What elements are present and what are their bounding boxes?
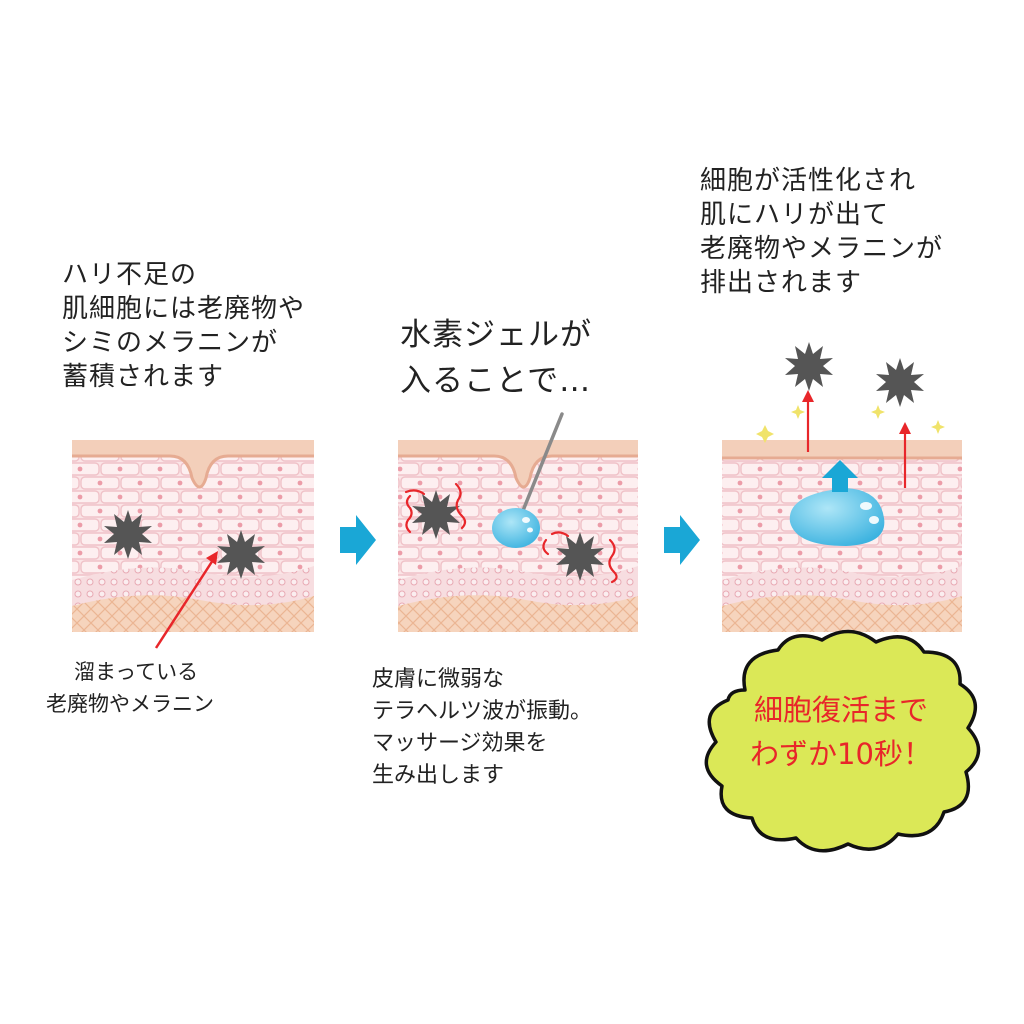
melanin-particle: [556, 532, 604, 581]
melanin-particle: [876, 358, 924, 407]
panel1-note: 溜まっている 老廃物やメラニン: [46, 656, 214, 720]
note-line: テラヘルツ波が振動。: [372, 699, 593, 724]
melanin-particle: [785, 342, 833, 391]
caption-line: 肌にハリが出て: [700, 200, 890, 230]
callout-text: 細胞復活まで わずか10秒！: [718, 688, 964, 776]
melanin-particle: [217, 530, 265, 579]
caption-line: 肌細胞には老廃物や: [62, 294, 306, 324]
note-line: 生み出します: [372, 763, 505, 788]
pointer-arrow: [154, 551, 218, 649]
panel1-caption: ハリ不足の 肌細胞には老廃物や シミのメラニンが 蓄積されます: [62, 258, 305, 394]
melanin-particle: [412, 490, 460, 539]
callout-cloud: [704, 629, 981, 853]
caption-line: 蓄積されます: [62, 362, 225, 392]
step-arrow-1: [340, 515, 376, 565]
caption-line: 細胞が活性化され: [700, 166, 917, 196]
skin-panel-3: [722, 440, 962, 632]
hydrogen-gel-drop: [492, 508, 540, 548]
exit-arrow: [899, 422, 911, 488]
step-arrow-2: [664, 515, 700, 565]
vibration-marks: [404, 482, 618, 584]
headline-line: 入ることで…: [400, 363, 592, 399]
caption-line: シミのメラニンが: [62, 328, 279, 358]
headline-line: 水素ジェルが: [400, 317, 592, 353]
note-line: マッサージ効果を: [372, 731, 548, 756]
up-arrow: [822, 460, 858, 492]
hydrogen-gel-blob: [789, 488, 885, 546]
callout-line: 細胞復活まで: [753, 693, 928, 727]
note-line: 老廃物やメラニン: [46, 692, 214, 716]
note-line: 皮膚に微弱な: [372, 667, 505, 692]
panel2-headline: 水素ジェルが 入ることで…: [400, 312, 592, 404]
melanin-particle: [104, 510, 152, 559]
exit-arrow: [802, 390, 814, 452]
caption-line: 老廃物やメラニンが: [700, 234, 944, 264]
panel2-note: 皮膚に微弱な テラヘルツ波が振動。 マッサージ効果を 生み出します: [372, 664, 592, 792]
sparkles: [756, 405, 945, 443]
note-line: 溜まっている: [74, 660, 199, 684]
caption-line: ハリ不足の: [62, 260, 198, 290]
skin-panel-1: [72, 440, 314, 632]
callout-line: わずか10秒！: [750, 737, 932, 771]
probe-needle: [518, 412, 564, 520]
caption-line: 排出されます: [700, 268, 863, 298]
panel3-caption: 細胞が活性化され 肌にハリが出て 老廃物やメラニンが 排出されます: [700, 164, 943, 300]
